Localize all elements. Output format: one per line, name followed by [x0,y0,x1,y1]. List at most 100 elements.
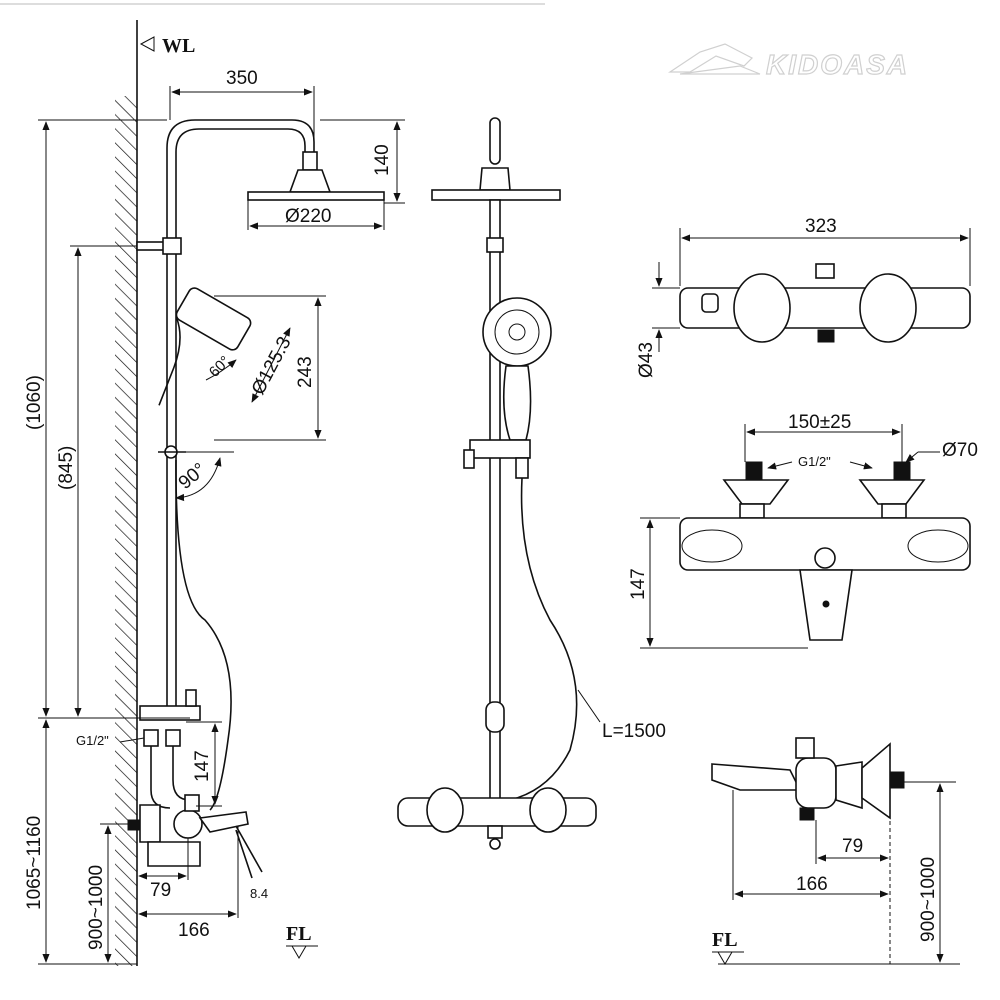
front-holder-right [515,457,529,479]
body-diameter-label: Ø43 [636,342,657,378]
pipe-left [150,746,171,809]
dim-line-125 [251,327,291,403]
pipe-right [172,746,191,801]
inlet-spacing-label: 150±25 [788,412,851,433]
mixer-back-view: 150±25 G1/2" Ø70 147 [628,412,978,649]
wall-level-label: WL [162,35,195,57]
hand-shower-handle [158,318,181,406]
top-diverter [815,263,835,279]
fl-right-arrow-icon [717,951,733,965]
mixer-top-knob [184,794,200,812]
front-handshower-spray [494,309,540,355]
side-bottom-outlet [799,807,815,821]
bath-spout [198,811,249,833]
back-inlet-right [893,461,911,481]
hand-shower [158,287,252,406]
inlet-left [143,729,159,747]
spout-length-label: 166 [178,920,210,941]
mixer-body-circle [173,809,203,839]
front-bracket [486,237,504,253]
hose-length-label: L=1500 [602,721,666,742]
floor-level-marker: FL [286,923,318,959]
side-wall-flange [861,742,891,820]
arm-length-label: 350 [226,68,258,89]
hand-shower-head [175,287,252,351]
front-handshower-face [482,297,552,367]
top-mixer-body [679,287,971,329]
top-knob-left [733,273,791,343]
top-outlet [817,329,835,343]
handshower-angle-label: 60° [206,353,234,381]
back-logo-dot [822,600,830,608]
head-hub [288,169,332,193]
handshower-diameter-label: Ø125.3 [248,333,296,398]
mixer-box [147,841,201,867]
hose-side [175,459,232,811]
side-spout [711,763,802,791]
mixer-side-view: 79 166 900~1000 [711,737,960,965]
floor-level-label: FL [286,923,312,945]
angle-arc-60 [205,359,237,381]
front-holder-left [463,449,475,469]
wl-arrow-icon [139,36,155,52]
mixer-width-label: 323 [805,216,837,237]
front-holder [469,439,531,459]
front-mixer-knob-left [426,787,464,833]
front-spout-tip [489,838,501,850]
side-top-knob [795,737,815,759]
front-head-hub [479,167,511,191]
front-handshower-center [508,323,526,341]
front-lower-joint [485,701,505,733]
spout-flow-line-2 [235,829,253,879]
mixer-length-label: 166 [796,874,828,895]
spout-small-label: 8.4 [250,886,268,901]
diverter-block [139,705,201,721]
mixer-side-height-label: 900~1000 [918,857,939,942]
mixer-top-view: 323 Ø43 [636,216,971,378]
head-height-label: 140 [372,144,393,176]
wall-hatch [115,96,137,966]
shower-head-plate [247,191,385,201]
wall-level-marker: WL [139,35,195,57]
inlet-right [165,729,181,747]
top-knob-right [859,273,917,343]
floor-level-marker-right: FL [712,929,744,965]
back-flange-left [722,479,790,505]
back-nut-right [881,503,907,519]
fl-arrow-icon [291,945,307,959]
back-flange-right [858,479,926,505]
back-center-button [814,547,836,569]
head-joint [302,151,318,171]
spout-offset-label: 79 [150,880,171,901]
front-handshower-handle [502,365,532,441]
back-knob-left [681,529,743,563]
column-top-cap [489,117,501,165]
angle-arc-90 [175,457,222,502]
side-wall-plug [889,771,905,789]
side-view [127,119,385,879]
brand-name: KIDOASA [766,49,909,80]
spout-flow-line [235,825,263,873]
wall [115,20,138,966]
mount-height-label: 1065~1160 [24,816,45,910]
top-button [701,293,719,313]
bracket-clamp [162,237,182,255]
column-pipe-inner [175,128,306,718]
front-view: L=1500 [397,117,666,850]
wall-plug [127,819,141,831]
front-shower-head [431,189,561,201]
side-connector [835,761,863,810]
mixer-flange [139,804,161,843]
front-spout [487,825,503,839]
front-mixer-knob-right [529,787,567,833]
diverter-knob [185,689,197,707]
logo-sail-icon [679,65,761,75]
inlet-thread-label: G1/2" [76,733,109,748]
back-nut-left [739,503,765,519]
back-height-label: 147 [628,568,649,600]
back-inlet-left [745,461,763,481]
back-thread-label: G1/2" [798,454,831,469]
brand-logo: KIDOASA [668,43,909,81]
column-pipe-outer [166,119,315,718]
